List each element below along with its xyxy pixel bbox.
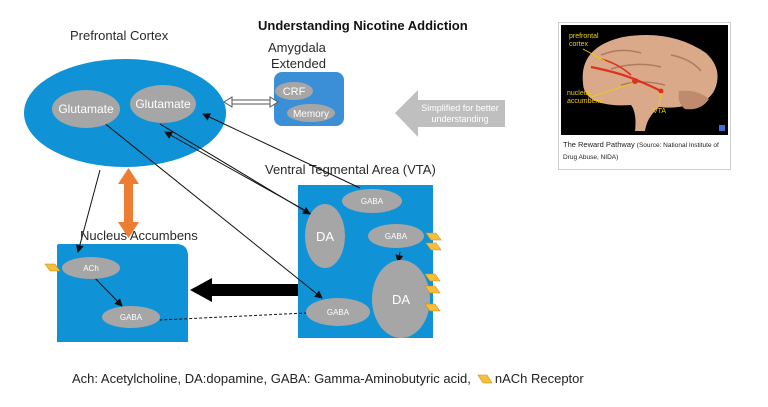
glutamate-node-2: [130, 85, 196, 123]
receptor-da-3: [424, 303, 441, 312]
vta-gaba-mid-text: GABA: [385, 232, 408, 241]
prefrontal-cortex-region: [24, 59, 226, 167]
svg-text:cortex: cortex: [569, 41, 589, 48]
pfc-to-ach-line: [75, 169, 101, 253]
vta-gaba-mid-node: [368, 224, 424, 248]
nacc-ach-text: ACh: [83, 264, 99, 273]
da-to-glutamate-line: [164, 131, 327, 223]
vta-label: Ventral Tegmental Area (VTA): [265, 162, 436, 177]
vta-gaba-top-text: GABA: [361, 197, 384, 206]
vta-da-left-node: [305, 204, 345, 268]
callout-text-line2: understanding: [431, 114, 488, 124]
prefrontal-cortex-label: Prefrontal Cortex: [70, 28, 169, 43]
svg-text:accumbens: accumbens: [567, 98, 603, 105]
nach-receptors: [44, 232, 442, 312]
diagram-title: Understanding Nicotine Addiction: [258, 18, 468, 33]
crf-node: [275, 82, 313, 100]
vta-da-left-text: DA: [316, 229, 334, 244]
pfc-nacc-orange-arrow: [118, 168, 139, 238]
legend-text: Ach: Acetylcholine, DA:dopamine, GABA: G…: [72, 371, 471, 386]
gaba-top-to-glutamate-line: [202, 113, 361, 189]
nucleus-accumbens-label: Nucleus Accumbens: [80, 228, 198, 243]
crf-text: CRF: [283, 86, 306, 98]
receptor-mid-1: [425, 232, 442, 241]
svg-text:VTA: VTA: [653, 108, 666, 115]
glutamate-to-gaba-bottom-line: [97, 117, 323, 299]
vta-gaba-bottom-text: GABA: [327, 308, 350, 317]
vta-to-nacc-arrow: [190, 278, 298, 302]
brain-icon: prefrontal cortex nucleus accumbens VTA: [561, 25, 728, 135]
memory-text: Memory: [293, 109, 329, 120]
receptor-da-2: [424, 285, 441, 294]
amygdala-label-line2: Extended: [271, 56, 326, 71]
nacc-gaba-text: GABA: [120, 313, 143, 322]
nach-receptor-icon: [477, 374, 493, 383]
memory-node: [287, 104, 335, 122]
inset-caption: The Reward Pathway (Source: National Ins…: [563, 139, 727, 163]
ach-to-gaba-line: [91, 274, 123, 307]
receptor-da-1: [424, 273, 441, 282]
vta-gaba-bottom-node: [306, 298, 370, 326]
legend-receptor-text: nACh Receptor: [494, 371, 584, 386]
inset-caption-source: (Source: National Institute of Drug Abus…: [563, 142, 719, 161]
nacc-gaba-node: [102, 306, 160, 328]
reward-pathway-inset: prefrontal cortex nucleus accumbens VTA …: [558, 22, 731, 170]
gaba-bottom-to-nacc-line: [159, 311, 328, 321]
simplified-callout-arrow: [395, 90, 505, 137]
receptor-mid-2: [425, 242, 442, 251]
svg-text:nucleus: nucleus: [567, 90, 592, 97]
glutamate-1-text: Glutamate: [58, 102, 114, 116]
inset-caption-title: The Reward Pathway: [563, 140, 635, 149]
svg-text:prefrontal: prefrontal: [569, 33, 599, 40]
vta-gaba-top-node: [342, 189, 402, 213]
amygdala-label-line1: Amygdala: [268, 40, 326, 55]
pfc-amygdala-double-arrow: [223, 96, 279, 108]
nacc-ach-node: [62, 257, 120, 279]
brain-illustration: prefrontal cortex nucleus accumbens VTA: [561, 25, 728, 135]
vta-da-right-text: DA: [392, 292, 410, 307]
glutamate-2-text: Glutamate: [135, 97, 191, 111]
receptor-ach: [44, 263, 61, 272]
legend: Ach: Acetylcholine, DA:dopamine, GABA: G…: [72, 371, 584, 386]
callout-text-line1: Simplified for better: [421, 103, 499, 113]
glutamate-node-1: [52, 90, 120, 128]
vta-da-right-node: [372, 260, 430, 338]
